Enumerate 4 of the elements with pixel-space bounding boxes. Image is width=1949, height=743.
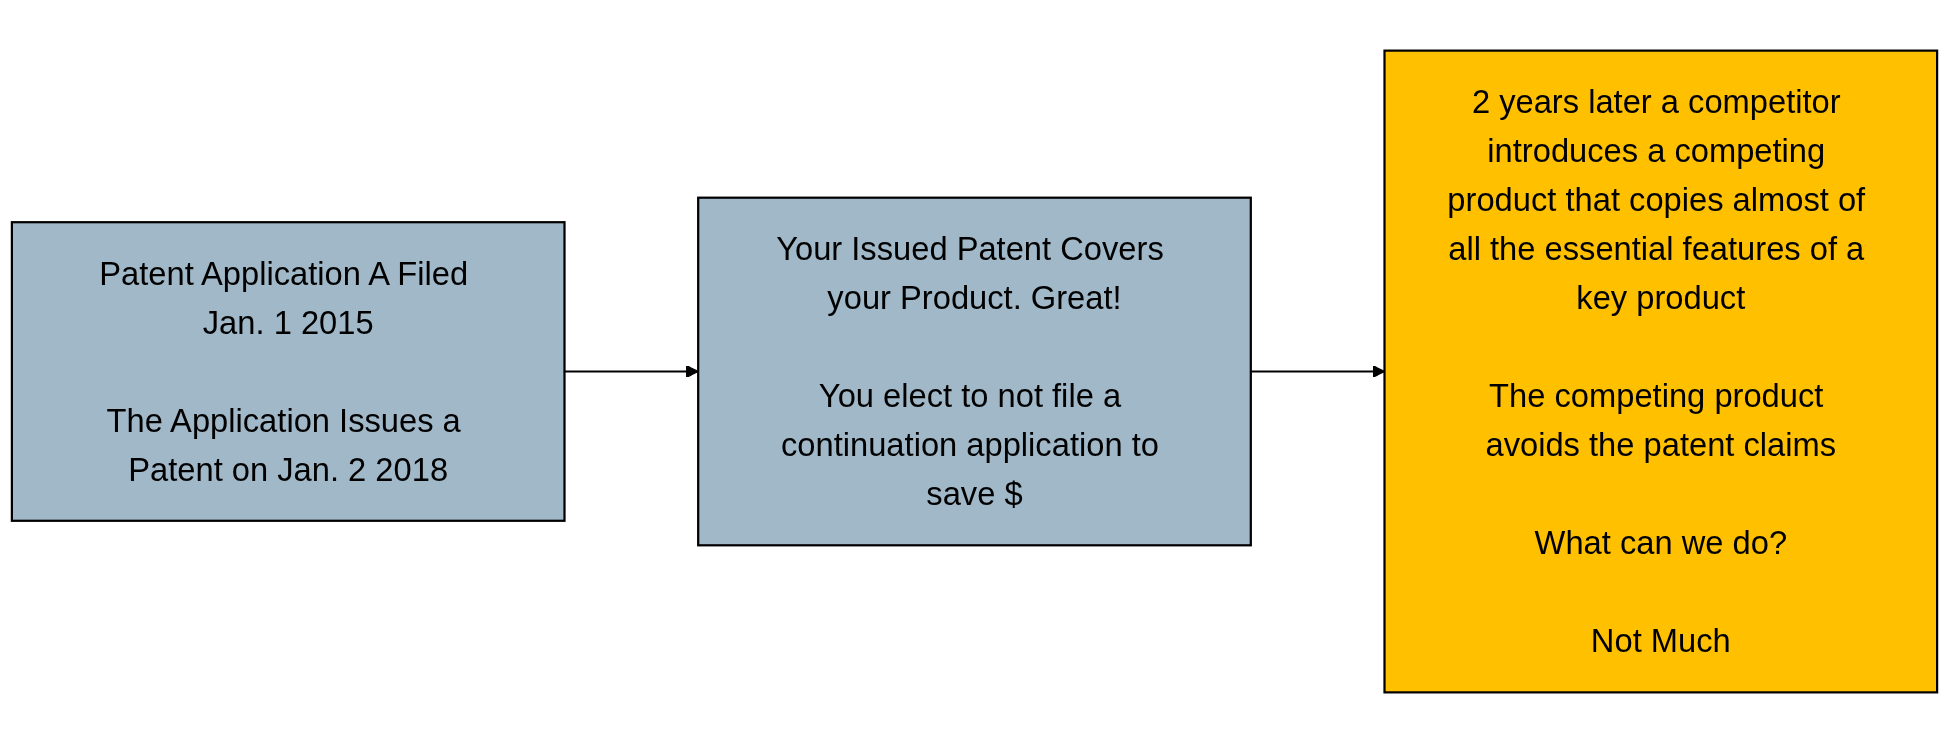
node-box: Patent Application A Filed Jan. 1 2015 The Application Issues a Patent on Jan. 2 2018 [10,221,566,522]
node-box: 2 years later a competitor introduces a competing product that copies almost of all the essential features of a key product The competing product avoids the patent claims What can we do? Not Much [1383,49,1939,694]
node-box: Your Issued Patent Covers your Product. Great! You elect to not file a continuation application to save $ [697,196,1252,547]
arrow [564,364,699,379]
